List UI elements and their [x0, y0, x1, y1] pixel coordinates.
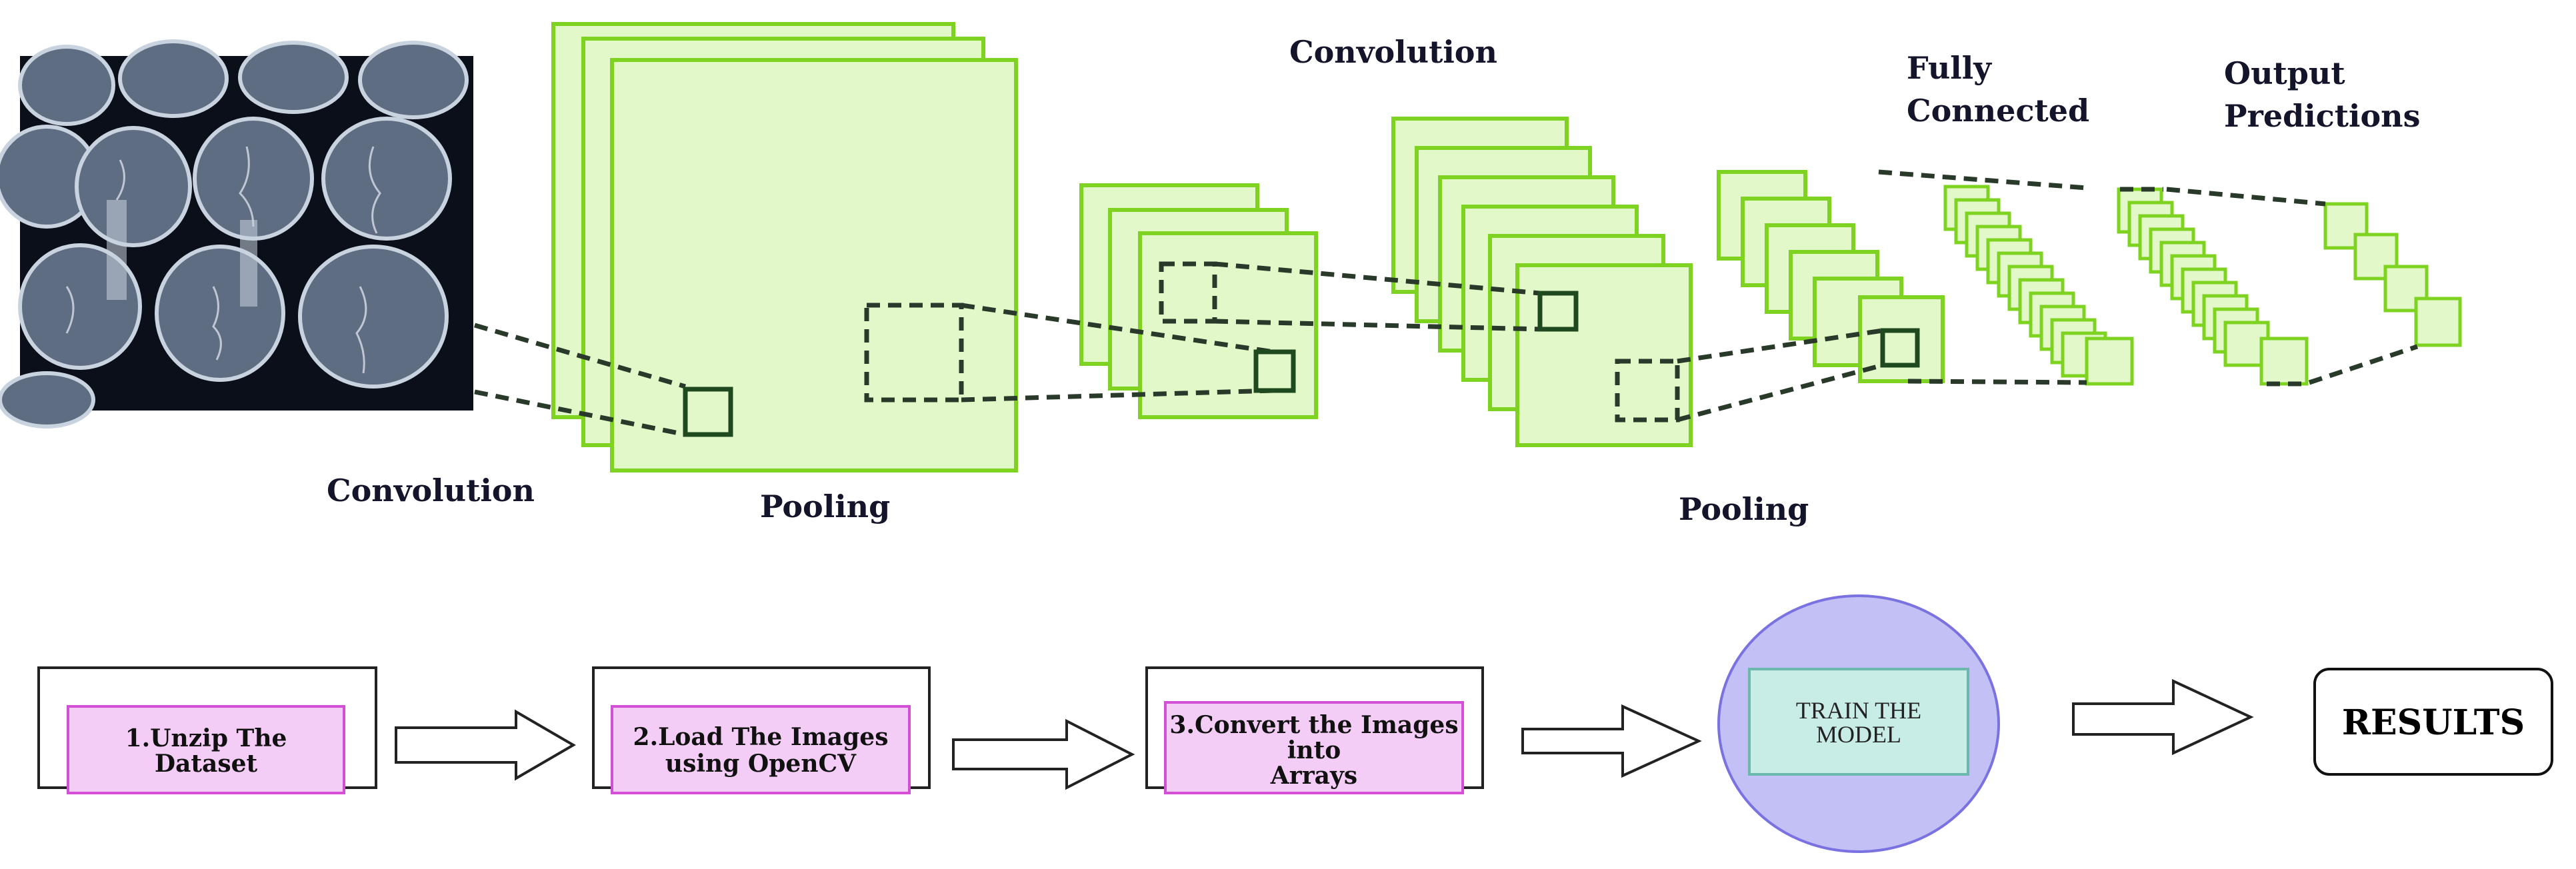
pipeline-step-convert: 3.Convert the Images into Arrays	[1145, 666, 1484, 794]
hollow-right-arrow-icon	[952, 718, 1135, 790]
label-output-line1: Output	[2224, 55, 2345, 91]
fully-connected-stack	[1943, 185, 2134, 386]
label-convolution-2: Convolution	[1289, 34, 1497, 70]
feature-maps-stack-1	[551, 22, 1018, 472]
label-pooling-1: Pooling	[760, 488, 890, 524]
step-unzip-line1: 1.Unzip The	[125, 724, 287, 752]
receptive-field-connectors	[474, 169, 2419, 437]
step-unzip-line2: Dataset	[155, 750, 258, 778]
feature-maps-stack-4	[1717, 170, 1945, 383]
hollow-right-arrow-icon	[2072, 678, 2254, 756]
label-pooling-2: Pooling	[1679, 491, 1809, 527]
kernel-squares	[683, 291, 1920, 437]
hollow-right-arrow-icon	[395, 709, 576, 781]
step-train-line1: TRAIN THE	[1796, 697, 1921, 724]
step-convert-line3: Arrays	[1270, 762, 1357, 790]
label-fully-connected-line1: Fully	[1907, 50, 1992, 86]
label-fully-connected-line2: Connected	[1907, 93, 2089, 129]
results-label: RESULTS	[2342, 702, 2525, 743]
label-output-line2: Predictions	[2224, 98, 2421, 134]
step-train-line2: MODEL	[1816, 721, 1901, 748]
step-convert-line2: into	[1287, 736, 1341, 764]
pipeline-results: RESULTS	[2313, 668, 2553, 776]
mri-brain-scans-image	[0, 39, 473, 429]
step-convert-line1: 3.Convert the Images	[1169, 711, 1458, 739]
fully-connected-stack-2	[2117, 187, 2309, 386]
output-predictions-stack	[2323, 202, 2462, 347]
step-load-line1: 2.Load The Images	[633, 723, 889, 751]
feature-maps-stack-2	[1079, 183, 1318, 419]
pipeline-step-unzip: 1.Unzip The Dataset	[37, 666, 377, 794]
pipeline-step-train: TRAIN THE MODEL	[1717, 594, 2000, 853]
hollow-right-arrow-icon	[1521, 704, 1702, 778]
pipeline-step-load: 2.Load The Images using OpenCV	[592, 666, 931, 794]
label-convolution-1: Convolution	[327, 472, 535, 508]
step-load-line2: using OpenCV	[665, 750, 857, 778]
